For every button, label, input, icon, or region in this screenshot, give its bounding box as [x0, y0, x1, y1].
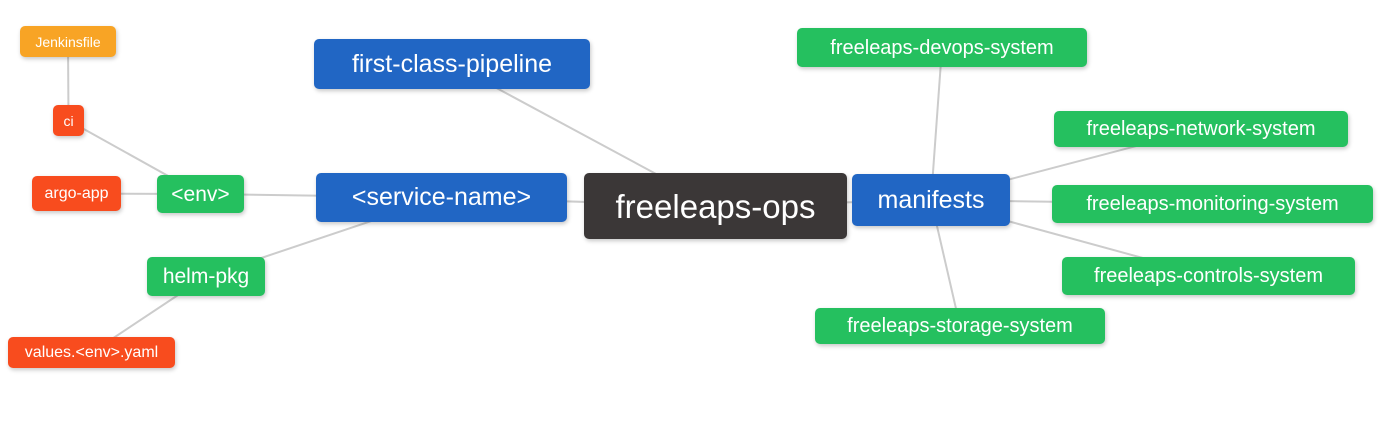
node-manifests[interactable]: manifests [852, 174, 1010, 226]
node-env[interactable]: <env> [157, 175, 244, 213]
node-freeleaps-monitoring-system[interactable]: freeleaps-monitoring-system [1052, 185, 1373, 223]
node-first-class-pipeline[interactable]: first-class-pipeline [314, 39, 590, 89]
node-argo-app[interactable]: argo-app [32, 176, 121, 211]
node-freeleaps-storage-system[interactable]: freeleaps-storage-system [815, 308, 1105, 344]
node-freeleaps-ops[interactable]: freeleaps-ops [584, 173, 847, 239]
node-freeleaps-network-system[interactable]: freeleaps-network-system [1054, 111, 1348, 147]
node-freeleaps-controls-system[interactable]: freeleaps-controls-system [1062, 257, 1355, 295]
node-service-name[interactable]: <service-name> [316, 173, 567, 222]
node-freeleaps-devops-system[interactable]: freeleaps-devops-system [797, 28, 1087, 67]
node-ci[interactable]: ci [53, 105, 84, 136]
node-jenkinsfile[interactable]: Jenkinsfile [20, 26, 116, 57]
node-values-env-yaml[interactable]: values.<env>.yaml [8, 337, 175, 368]
node-helm-pkg[interactable]: helm-pkg [147, 257, 265, 296]
